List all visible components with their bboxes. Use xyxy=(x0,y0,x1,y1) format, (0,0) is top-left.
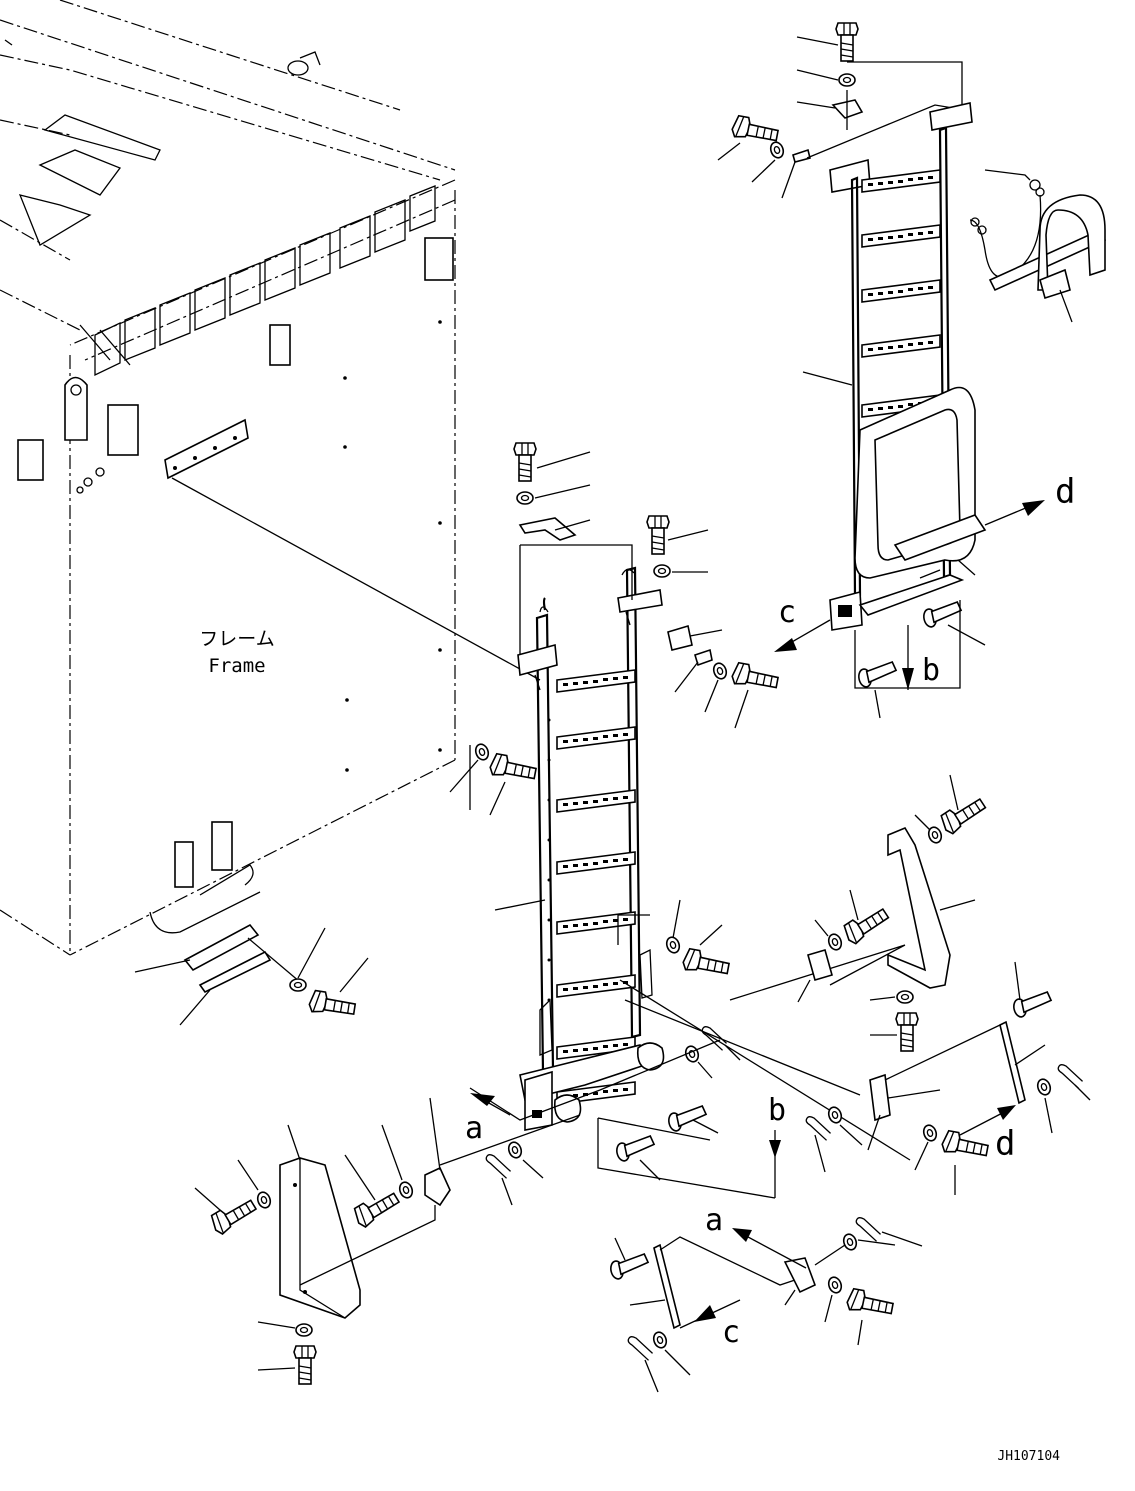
callout-d-upper: d xyxy=(1055,472,1075,512)
frame-mount-bar xyxy=(134,923,369,1027)
washer-icon xyxy=(650,1329,670,1351)
cotter-pin-icon xyxy=(801,1114,834,1141)
washer-icon xyxy=(838,73,856,87)
hex-bolt-icon xyxy=(293,1345,317,1385)
main-ladder-side-fasteners xyxy=(449,741,733,986)
callout-d-lower: d xyxy=(995,1124,1015,1164)
washer-icon xyxy=(653,564,671,578)
cotter-pin-icon xyxy=(623,1334,656,1361)
washer-icon xyxy=(825,931,845,953)
right-support-brackets: d xyxy=(729,774,1091,1195)
upper-ladder: b c d xyxy=(717,22,1075,719)
lower-step-bracket xyxy=(194,1097,451,1385)
cotter-pin-icon xyxy=(1053,1062,1086,1089)
frame-label: フレーム Frame xyxy=(199,628,274,677)
washer-icon xyxy=(516,491,534,505)
lower-link-assembly: a c xyxy=(608,1203,923,1393)
hex-bolt-icon xyxy=(306,987,359,1027)
hex-bolt-icon xyxy=(844,1285,897,1326)
washer-icon xyxy=(767,139,787,161)
clevis-pin-icon xyxy=(666,1104,709,1133)
washer-icon xyxy=(254,1189,274,1211)
washer-icon xyxy=(840,1231,860,1253)
callout-a-lower: a xyxy=(705,1203,723,1238)
main-ladder-bottom-parts: a b xyxy=(439,979,911,1206)
washer-icon xyxy=(289,978,307,992)
washer-icon xyxy=(1034,1076,1054,1098)
callout-c-upper: c xyxy=(778,595,796,630)
callout-b-upper: b xyxy=(922,653,940,688)
frame-stiffener-pockets xyxy=(94,185,436,377)
clevis-pin-icon xyxy=(1011,990,1054,1019)
washer-icon xyxy=(505,1139,525,1161)
washer-icon xyxy=(472,741,492,763)
main-ladder-top-fasteners xyxy=(513,442,782,729)
washer-icon xyxy=(663,934,683,956)
hex-bolt-icon xyxy=(841,906,894,947)
washer-icon xyxy=(920,1122,940,1144)
callout-b-lower: b xyxy=(768,1093,786,1128)
machine-frame xyxy=(0,0,456,956)
cotter-pin-icon xyxy=(851,1215,884,1242)
washer-icon xyxy=(710,660,730,682)
washer-icon xyxy=(825,1104,845,1126)
hex-bolt-icon xyxy=(680,945,733,986)
clevis-pin-icon xyxy=(921,600,964,629)
safety-chain-assembly xyxy=(969,169,1107,323)
hex-bolt-icon xyxy=(352,1190,404,1230)
hex-bolt-icon xyxy=(939,1127,992,1168)
washer-icon xyxy=(396,1179,416,1201)
washer-icon xyxy=(896,990,914,1004)
cotter-pin-icon xyxy=(481,1152,514,1179)
hex-bolt-icon xyxy=(646,515,670,555)
clevis-pin-icon xyxy=(608,1252,651,1281)
hex-bolt-icon xyxy=(209,1197,261,1237)
clevis-pin-icon xyxy=(856,660,899,689)
callout-a-upper: a xyxy=(465,1111,483,1146)
washer-icon xyxy=(825,1274,845,1296)
drawing-number: JH107104 xyxy=(997,1449,1060,1464)
hex-bolt-icon xyxy=(895,1012,919,1052)
hex-bolt-icon xyxy=(513,442,537,482)
hex-bolt-icon xyxy=(487,750,540,791)
hex-bolt-icon xyxy=(835,22,859,62)
hex-bolt-icon xyxy=(938,796,991,837)
clevis-pin-icon xyxy=(614,1134,657,1163)
callout-c-lower: c xyxy=(722,1315,740,1350)
washer-icon xyxy=(295,1323,313,1337)
frame-label-japanese: フレーム xyxy=(199,628,274,650)
hex-bolt-icon xyxy=(729,659,782,700)
frame-label-english: Frame xyxy=(208,655,265,677)
